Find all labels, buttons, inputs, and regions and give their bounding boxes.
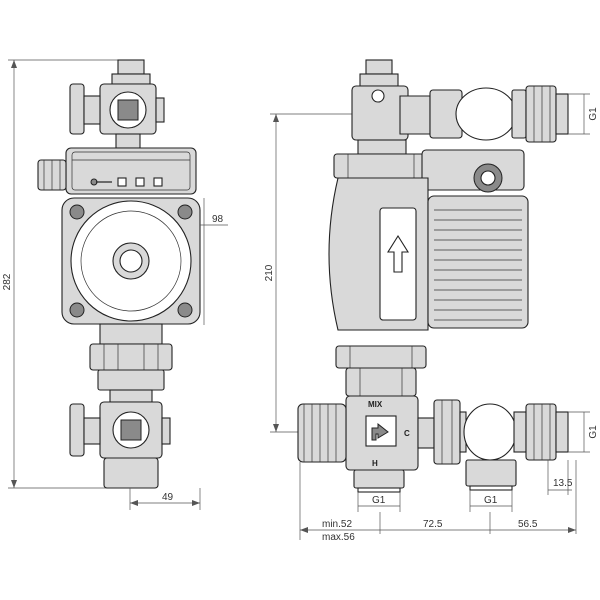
dim-label-total-height: 282 xyxy=(2,273,13,290)
union-nut xyxy=(89,343,173,371)
dim-label-valve-height: 210 xyxy=(264,264,275,281)
dim-label-small: 13.5 xyxy=(553,478,573,489)
bolt xyxy=(177,302,193,318)
lower-union-nut xyxy=(335,345,427,369)
indicator-light xyxy=(135,177,145,187)
thread-label-bottom-1: G1 xyxy=(372,495,386,506)
bolt xyxy=(69,302,85,318)
pump-motor-fins xyxy=(427,195,529,329)
dim-label-max: max.56 xyxy=(322,532,355,543)
thread-label-bottom-2: G1 xyxy=(484,495,498,506)
cold-label: C xyxy=(404,429,410,438)
front-view: 282 xyxy=(2,59,228,510)
dim-label-min: min.52 xyxy=(322,519,352,530)
bottom-ball-valve xyxy=(463,403,517,461)
mix-label: MIX xyxy=(368,400,383,409)
indicator-light xyxy=(153,177,163,187)
thread-label-right: G1 xyxy=(588,425,599,439)
bottom-outlet-nut xyxy=(525,403,557,461)
thread-label-top: G1 xyxy=(588,107,599,121)
dim-label-pump-width: 98 xyxy=(212,214,224,225)
mixing-valve-knob xyxy=(297,403,347,463)
return-nut xyxy=(433,399,461,465)
dim-label-mid: 72.5 xyxy=(423,519,443,530)
dim-label-right: 56.5 xyxy=(518,519,538,530)
pump-controller-top xyxy=(421,149,525,191)
flow-arrow-up xyxy=(387,234,409,273)
bolt xyxy=(69,204,85,220)
dim-label-left-bottom: 49 xyxy=(162,492,174,503)
top-outlet-nut xyxy=(525,85,557,143)
hot-label: H xyxy=(372,459,378,468)
top-connector xyxy=(117,59,145,75)
indicator-light xyxy=(117,177,127,187)
side-view: 210 G1 xyxy=(264,59,599,543)
bolt xyxy=(177,204,193,220)
top-ball-valve xyxy=(455,87,517,141)
pump-controller-box xyxy=(65,147,197,195)
